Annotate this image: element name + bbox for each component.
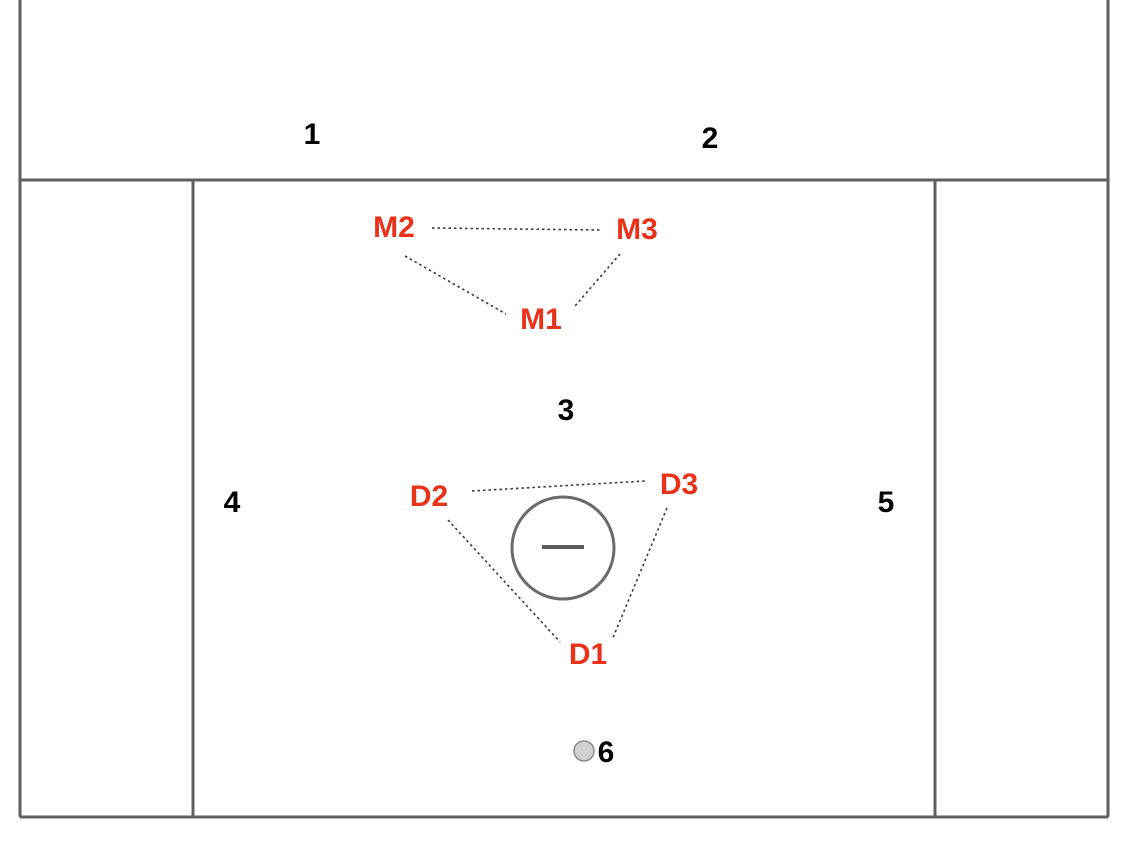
goal-crease-icon	[510, 495, 616, 601]
offense-player-5: 5	[878, 486, 895, 519]
offense-player-4: 4	[224, 486, 241, 519]
defender-m1: M1	[520, 303, 562, 336]
offensive-box	[191, 178, 937, 819]
defensive-links	[404, 227, 668, 643]
defender-d1: D1	[569, 638, 607, 671]
link-m3-m1	[574, 253, 621, 307]
link-d2-d1	[447, 519, 561, 643]
defender-m3: M3	[616, 213, 658, 246]
link-d2-d3	[471, 480, 646, 492]
defender-d3: D3	[660, 468, 698, 501]
offense-player-6: 6	[598, 736, 615, 769]
link-m2-m1	[404, 255, 507, 315]
offense-player-1: 1	[304, 118, 321, 151]
link-m2-m3	[431, 227, 601, 231]
defender-m2: M2	[373, 211, 415, 244]
offense-player-2: 2	[702, 122, 719, 155]
ball-icon	[573, 740, 595, 762]
defender-d2: D2	[410, 480, 448, 513]
offense-player-3: 3	[558, 394, 575, 427]
link-d3-d1	[611, 507, 668, 641]
